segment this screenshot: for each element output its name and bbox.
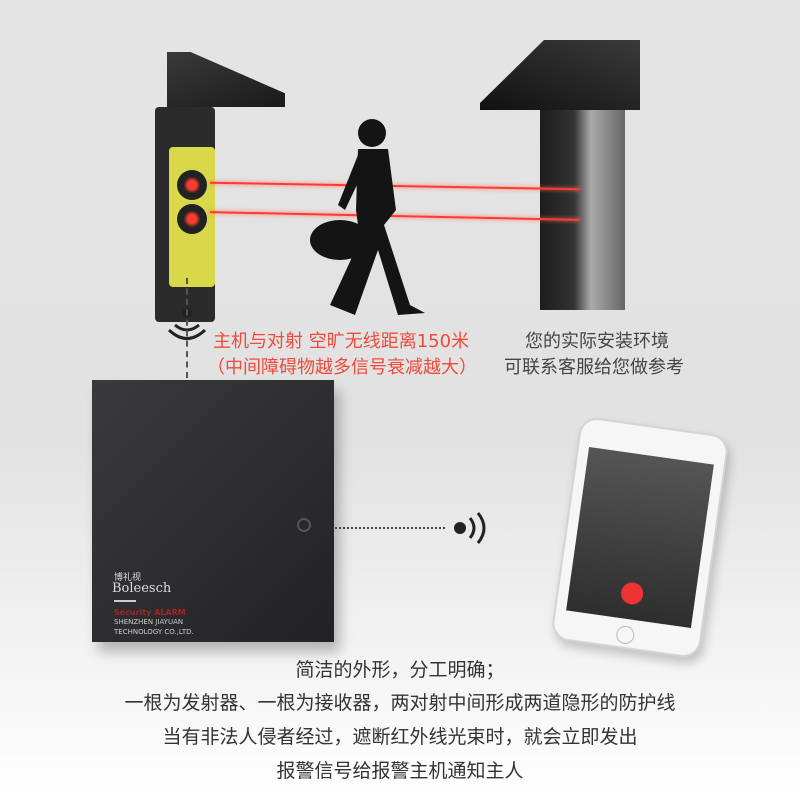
phone-dashed-line	[335, 527, 445, 529]
range-caption-note: （中间障碍物越多信号衰减越大）	[207, 357, 477, 378]
receiver-sensor	[480, 40, 650, 320]
description-line: 报警信号给报警主机通知主人	[276, 760, 524, 782]
sensor-hood	[480, 40, 640, 110]
end-call-button	[619, 581, 645, 606]
company-name-line2: TECHNOLOGY CO.,LTD.	[114, 628, 194, 636]
brand-logo: Boleesch	[112, 581, 172, 596]
range-caption: 主机与对射 空旷无线距离150米	[213, 331, 470, 352]
description-line: 当有非法人侵者经过，遮断红外线光束时，就会立即发出	[162, 726, 638, 748]
environment-caption: 您的实际安装环境	[525, 331, 669, 352]
smartphone	[550, 415, 730, 660]
phone-screen	[566, 447, 714, 628]
sensor-hood	[167, 52, 285, 107]
home-button	[615, 624, 636, 646]
wireless-signal-icon	[454, 512, 486, 544]
transmitter-sensor	[155, 52, 285, 322]
alarm-control-box: 博礼视 Boleesch Security ALARM SHENZHEN JIA…	[92, 380, 334, 642]
description-line: 一根为发射器、一根为接收器，两对射中间形成两道隐形的防护线	[124, 692, 676, 714]
connection-dashed-line	[186, 278, 188, 378]
company-name: SHENZHEN JIAYUAN	[114, 618, 184, 626]
product-label: Security ALARM	[114, 608, 186, 617]
lock-icon	[297, 518, 311, 532]
contact-caption: 可联系客服给您做参考	[504, 357, 684, 378]
brand-cn: 博礼视	[114, 573, 142, 583]
description-line: 简洁的外形，分工明确；	[295, 659, 505, 681]
intruder-silhouette	[310, 119, 425, 315]
